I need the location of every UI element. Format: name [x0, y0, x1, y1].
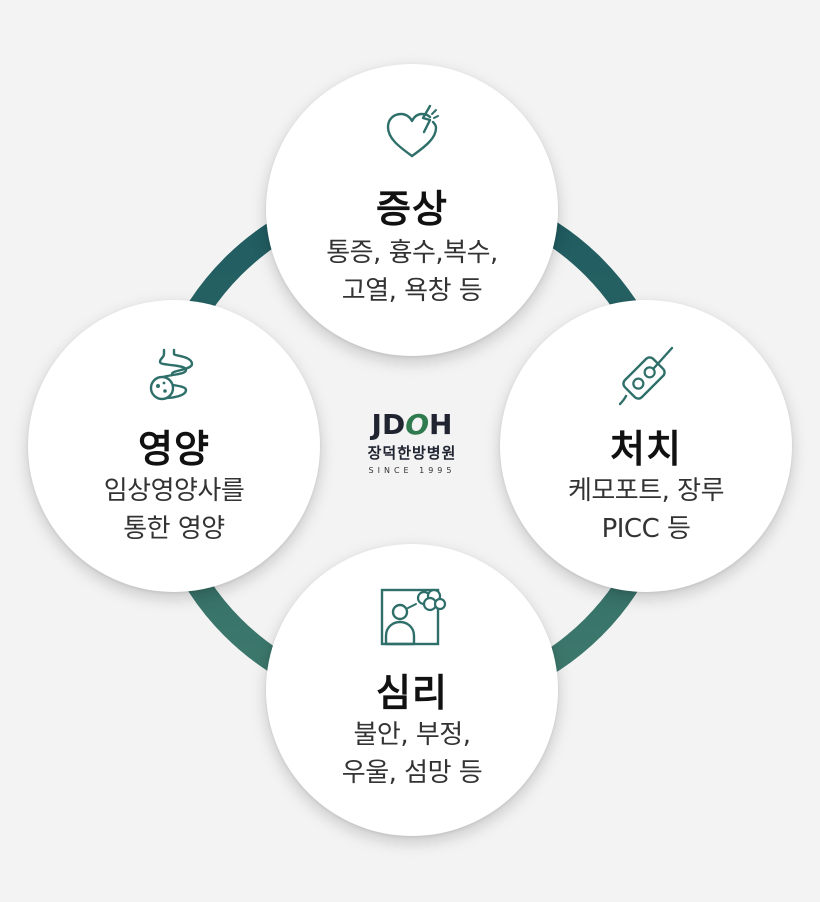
description-line: 케모포트, 장루 [567, 476, 725, 506]
logo-name: 장덕한방병원 [367, 444, 457, 462]
node-description: 불안, 부정, 우울, 섬망 등 [286, 716, 538, 792]
description-line: 통증, 흉수,복수, [326, 238, 498, 268]
hospital-logo: JDOH 장덕한방병원 SINCE 1995 [352, 410, 472, 476]
broken-heart-icon [386, 104, 439, 158]
node-description: 케모포트, 장루 PICC 등 [520, 472, 772, 548]
description-line: 임상영양사를 [103, 476, 245, 506]
logo-mark-accent: O [405, 408, 430, 441]
node-nutrition: 영양 임상영양사를 통한 영양 [28, 300, 320, 592]
node-psychology: 심리 불안, 부정, 우울, 섬망 등 [266, 544, 558, 836]
logo-mark: JDOH [352, 410, 472, 440]
logo-mark-part: H [429, 408, 453, 441]
node-treatment: 처치 케모포트, 장루 PICC 등 [500, 300, 792, 592]
node-title: 영양 [138, 427, 210, 471]
node-title: 심리 [376, 671, 448, 715]
node-symptoms: 증상 통증, 흉수,복수, 고열, 욕창 등 [266, 64, 558, 356]
node-description: 통증, 흉수,복수, 고열, 욕창 등 [286, 234, 538, 310]
intestine-icon [149, 348, 194, 401]
logo-since: SINCE 1995 [368, 466, 456, 475]
description-line: 통한 영양 [123, 514, 225, 544]
logo-mark-part: JD [371, 408, 406, 441]
node-title: 증상 [376, 187, 448, 231]
distressed-person-icon [380, 588, 447, 646]
description-line: PICC 등 [601, 514, 691, 544]
medical-port-icon [618, 346, 674, 406]
description-line: 고열, 욕창 등 [341, 276, 483, 306]
description-line: 불안, 부정, [353, 720, 471, 750]
node-title: 처치 [610, 427, 682, 471]
node-description: 임상영양사를 통한 영양 [48, 472, 300, 548]
description-line: 우울, 섬망 등 [341, 758, 483, 788]
